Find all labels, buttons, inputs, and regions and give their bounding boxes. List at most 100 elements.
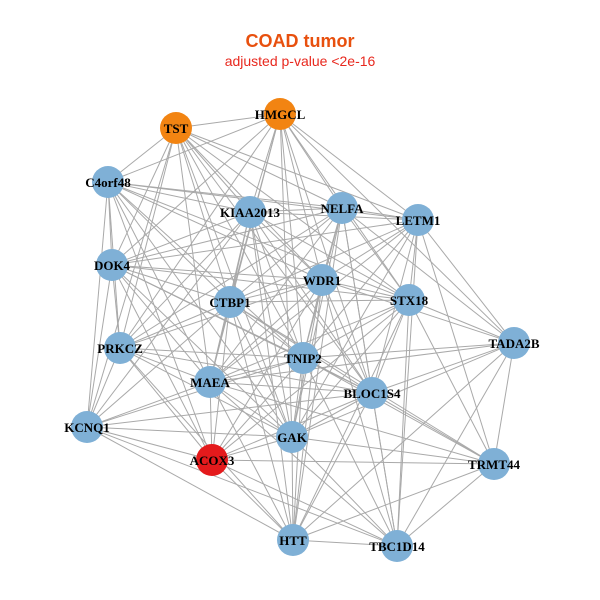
node-hmgcl: HMGCL [255,98,306,130]
edge-bloc1s4-htt [292,392,373,541]
edge-c4orf48-stx18 [107,181,410,301]
node-circle [478,448,510,480]
edge-dok4-gak [111,264,293,438]
edge-stx18-tbc1d14 [396,299,410,547]
edge-letm1-trmt44 [417,219,495,465]
edge-htt-tbc1d14 [292,539,398,547]
edge-hmgcl-gak [279,113,293,438]
edge-dok4-acox3 [111,264,213,461]
edge-tada2b-tbc1d14 [396,342,515,547]
node-circle [160,112,192,144]
edge-prkcz-acox3 [119,347,213,461]
edge-kcnq1-tbc1d14 [86,426,398,547]
edge-acox3-trmt44 [211,459,495,465]
node-label: KCNQ1 [64,420,110,435]
edge-tst-bloc1s4 [175,127,373,394]
node-label: BLOC1S4 [343,386,401,401]
node-kiaa2013: KIAA2013 [220,196,280,228]
edge-tnip2-trmt44 [302,357,495,465]
edge-hmgcl-tada2b [279,113,515,344]
edge-tada2b-maea [209,342,515,383]
node-label: STX18 [390,293,429,308]
node-circle [276,421,308,453]
edge-dok4-ctbp1 [111,264,231,303]
edge-nelfa-prkcz [119,207,343,349]
edge-c4orf48-wdr1 [107,181,323,281]
edge-tst-maea [175,127,211,383]
node-label: HTT [279,533,307,548]
node-circle [287,342,319,374]
edge-hmgcl-wdr1 [279,113,323,281]
node-circle [381,530,413,562]
edge-gak-htt [291,436,294,541]
edge-dok4-kcnq1 [86,264,113,428]
node-label: DOK4 [94,258,131,273]
edge-c4orf48-maea [107,181,211,383]
edge-dok4-stx18 [111,264,410,301]
edge-kiaa2013-gak [249,211,293,438]
node-dok4: DOK4 [94,249,131,281]
edge-kcnq1-acox3 [86,426,213,461]
edge-nelfa-dok4 [111,207,343,266]
edge-ctbp1-gak [229,301,293,438]
node-gak: GAK [276,421,308,453]
node-label: LETM1 [396,213,441,228]
edge-c4orf48-kcnq1 [86,181,109,428]
node-wdr1: WDR1 [303,264,341,296]
edge-tnip2-maea [209,357,304,383]
node-ctbp1: CTBP1 [209,286,251,318]
edge-acox3-tbc1d14 [211,459,398,547]
edge-tst-hmgcl [175,113,281,129]
edge-maea-bloc1s4 [209,381,373,394]
edge-c4orf48-ctbp1 [107,181,231,303]
node-circle [196,444,228,476]
node-nelfa: NELFA [320,192,364,224]
edge-hmgcl-letm1 [279,113,419,221]
edge-tada2b-trmt44 [493,342,515,465]
node-circle [92,166,124,198]
edge-tada2b-bloc1s4 [371,342,515,394]
edge-dok4-wdr1 [111,264,323,281]
edge-stx18-acox3 [211,299,410,461]
node-label: WDR1 [303,273,341,288]
edge-stx18-trmt44 [408,299,495,465]
edge-tst-tnip2 [175,127,304,359]
edge-letm1-wdr1 [321,219,419,281]
node-c4orf48: C4orf48 [85,166,131,198]
edge-nelfa-stx18 [341,207,410,301]
edge-gak-tbc1d14 [291,436,398,547]
edge-kcnq1-gak [86,426,293,438]
edge-maea-kcnq1 [86,381,211,428]
node-acox3: ACOX3 [190,444,235,476]
edge-kiaa2013-dok4 [111,211,251,266]
edge-hmgcl-dok4 [111,113,281,266]
edge-ctbp1-stx18 [229,299,410,303]
edge-ctbp1-kcnq1 [86,301,231,428]
edge-prkcz-htt [119,347,294,541]
edge-maea-tbc1d14 [209,381,398,547]
edge-bloc1s4-kcnq1 [86,392,373,428]
node-circle [356,377,388,409]
edge-wdr1-maea [209,279,323,383]
edge-stx18-gak [291,299,410,438]
edge-tst-letm1 [175,127,419,221]
edge-c4orf48-kiaa2013 [107,181,251,213]
edge-layer [86,113,515,547]
edge-kcnq1-htt [86,426,294,541]
edge-prkcz-tnip2 [119,347,304,359]
node-label: TNIP2 [284,351,322,366]
edge-gak-trmt44 [291,436,495,465]
node-circle [326,192,358,224]
node-prkcz: PRKCZ [97,332,143,364]
edge-trmt44-htt [292,463,495,541]
edge-ctbp1-prkcz [119,301,231,349]
node-letm1: LETM1 [396,204,441,236]
edge-tada2b-gak [291,342,515,438]
node-stx18: STX18 [390,284,429,316]
node-label: MAEA [190,375,230,390]
edge-tnip2-kcnq1 [86,357,304,428]
edge-nelfa-ctbp1 [229,207,343,303]
